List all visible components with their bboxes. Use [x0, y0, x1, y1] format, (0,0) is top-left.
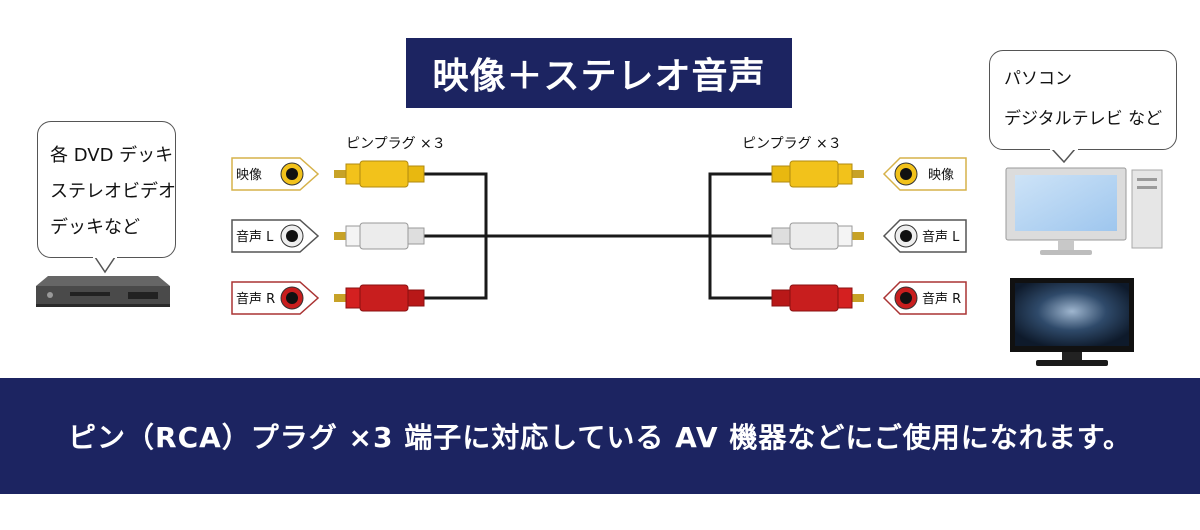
- right-jack-video-label: 映像: [928, 168, 954, 183]
- left-jack-audio-l: [231, 219, 320, 253]
- right-jack-audio-r: [882, 281, 967, 315]
- tv-monitor-icon: [1010, 278, 1134, 366]
- source-line-1: 各 DVD デッキ: [50, 145, 174, 166]
- left-jack-video-label: 映像: [236, 168, 262, 183]
- left-plug-video: [334, 160, 425, 188]
- left-jack-audio-r-label: 音声 R: [236, 291, 275, 307]
- source-line-2: ステレオビデオ: [50, 181, 176, 202]
- right-plug-video: [771, 160, 864, 188]
- dvd-player-icon: [36, 276, 170, 307]
- source-bubble-tail: [93, 256, 117, 274]
- target-line-1: パソコン: [1004, 69, 1072, 89]
- left-jack-audio-r: [231, 281, 320, 315]
- footer-caption: ピン（RCA）プラグ ×3 端子に対応している AV 機器などにご使用になれます…: [0, 378, 1200, 494]
- left-plug-audio-l: [334, 222, 425, 250]
- right-jack-video: [882, 157, 967, 191]
- source-devices-bubble: 各 DVD デッキ ステレオビデオ デッキなど: [37, 121, 176, 258]
- plug-label-left: ピンプラグ ×３: [346, 136, 446, 152]
- cable-wires: [424, 172, 772, 300]
- desktop-pc-icon: [1005, 167, 1163, 255]
- target-devices-bubble: パソコン デジタルテレビ など: [989, 50, 1177, 150]
- left-plug-audio-r: [334, 284, 425, 312]
- right-jack-audio-l-label: 音声 L: [922, 229, 960, 245]
- diagram-title: 映像＋ステレオ音声: [406, 38, 792, 108]
- left-jack-audio-l-label: 音声 L: [236, 229, 274, 245]
- right-jack-audio-r-label: 音声 R: [922, 291, 961, 307]
- right-plug-audio-l: [771, 222, 864, 250]
- plug-label-right: ピンプラグ ×３: [742, 136, 842, 152]
- target-bubble-tail: [1050, 148, 1077, 164]
- left-jack-video: [231, 157, 320, 191]
- right-plug-audio-r: [771, 284, 864, 312]
- source-line-3: デッキなど: [50, 217, 140, 238]
- target-line-2: デジタルテレビ など: [1004, 109, 1163, 129]
- right-jack-audio-l: [882, 219, 967, 253]
